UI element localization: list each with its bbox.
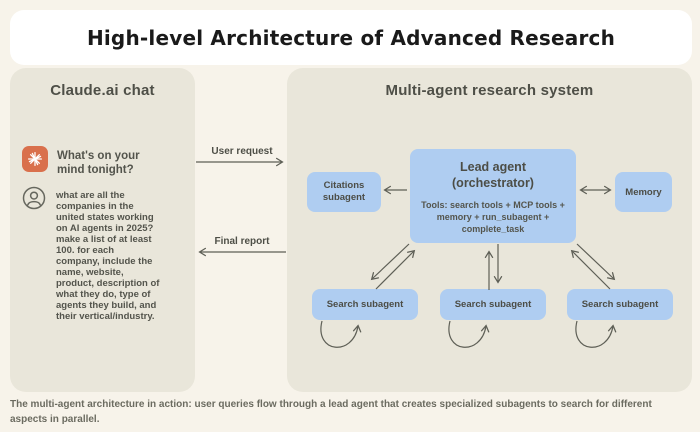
assistant-message-row: What's on your mind tonight? [22,146,157,177]
assistant-message: What's on your mind tonight? [57,150,140,177]
system-panel-title: Multi-agent research system [385,82,594,99]
lead-agent-subtitle: (orchestrator) [452,175,534,190]
header-card: High-level Architecture of Advanced Rese… [10,10,692,65]
claude-starburst-icon [22,146,48,172]
lead-agent-title: Lead agent [460,160,526,174]
user-avatar-icon [22,186,46,210]
search-subagent-box-1: Search subagent [312,289,418,320]
search-subagent-box-3: Search subagent [567,289,673,320]
memory-box: Memory [615,172,672,212]
caption: The multi-agent architecture in action: … [10,399,652,425]
final-report-label: Final report [214,236,270,247]
user-message-row: what are all the companies in the united… [22,186,160,322]
chat-panel: Claude.ai chat [10,68,195,392]
starburst-glyph [27,151,43,167]
lead-agent-tools: Tools: search tools + MCP tools + memory… [421,200,565,234]
user-request-label: User request [211,146,273,157]
page-title: High-level Architecture of Advanced Rese… [86,25,616,50]
avatar-glyph [22,186,46,210]
search-subagent-box-2: Search subagent [440,289,546,320]
citations-subagent-box: Citations subagent [307,172,381,212]
lead-agent-box: Lead agent (orchestrator) Tools: search … [410,149,576,243]
user-message: what are all the companies in the united… [56,190,160,322]
chat-panel-title: Claude.ai chat [50,82,155,99]
